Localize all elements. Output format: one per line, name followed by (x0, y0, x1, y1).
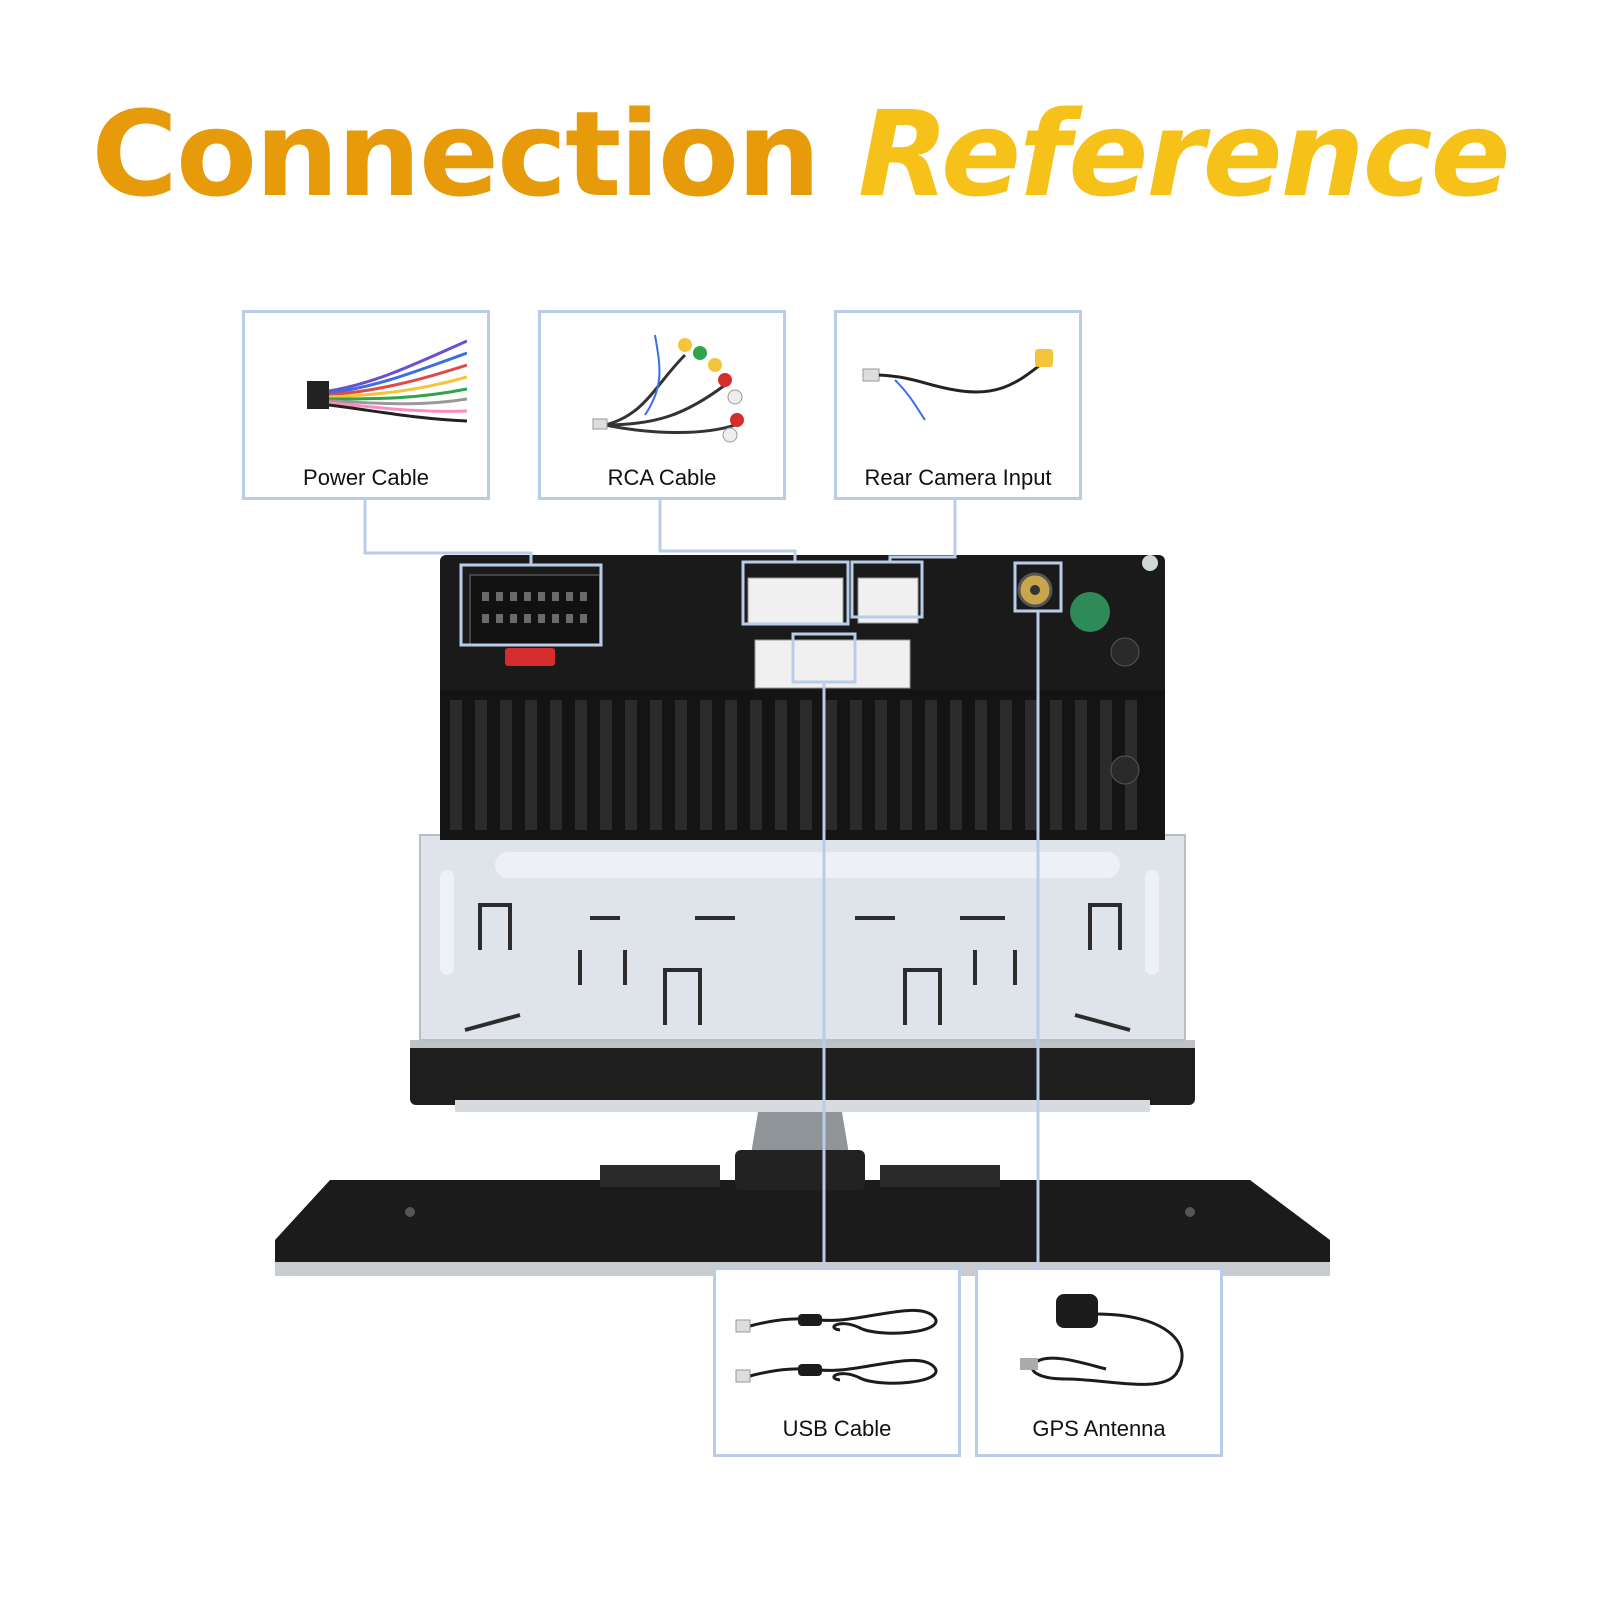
metal-chassis (419, 834, 1186, 1041)
usb-cable-label: USB Cable (782, 1416, 892, 1441)
wire-harness-icon (307, 339, 467, 423)
mount-stem (735, 1100, 865, 1190)
power-cable-label: Power Cable (303, 465, 429, 490)
camera-cable-icon (862, 349, 1053, 421)
gps-antenna-label: GPS Antenna (1032, 1416, 1166, 1441)
rear-camera-label: Rear Camera Input (864, 465, 1052, 490)
front-bezel (410, 1040, 1195, 1112)
rca-cable-callout: RCA Cable (538, 310, 786, 500)
rear-camera-callout: Rear Camera Input (834, 310, 1082, 500)
title-part-1: Connection (91, 85, 821, 223)
gps-antenna-icon (1020, 1294, 1184, 1386)
rca-cable-label: RCA Cable (607, 465, 717, 490)
usb-cables-icon (735, 1308, 938, 1385)
page-title: Connection Reference (0, 95, 1600, 213)
screen-panel (275, 1165, 1330, 1276)
power-cable-callout: Power Cable (242, 310, 490, 500)
rear-housing (440, 555, 1165, 840)
title-part-2: Reference (858, 85, 1511, 223)
gps-antenna-callout: GPS Antenna (975, 1267, 1223, 1457)
rca-harness-icon (592, 334, 744, 443)
usb-cable-callout: USB Cable (713, 1267, 961, 1457)
